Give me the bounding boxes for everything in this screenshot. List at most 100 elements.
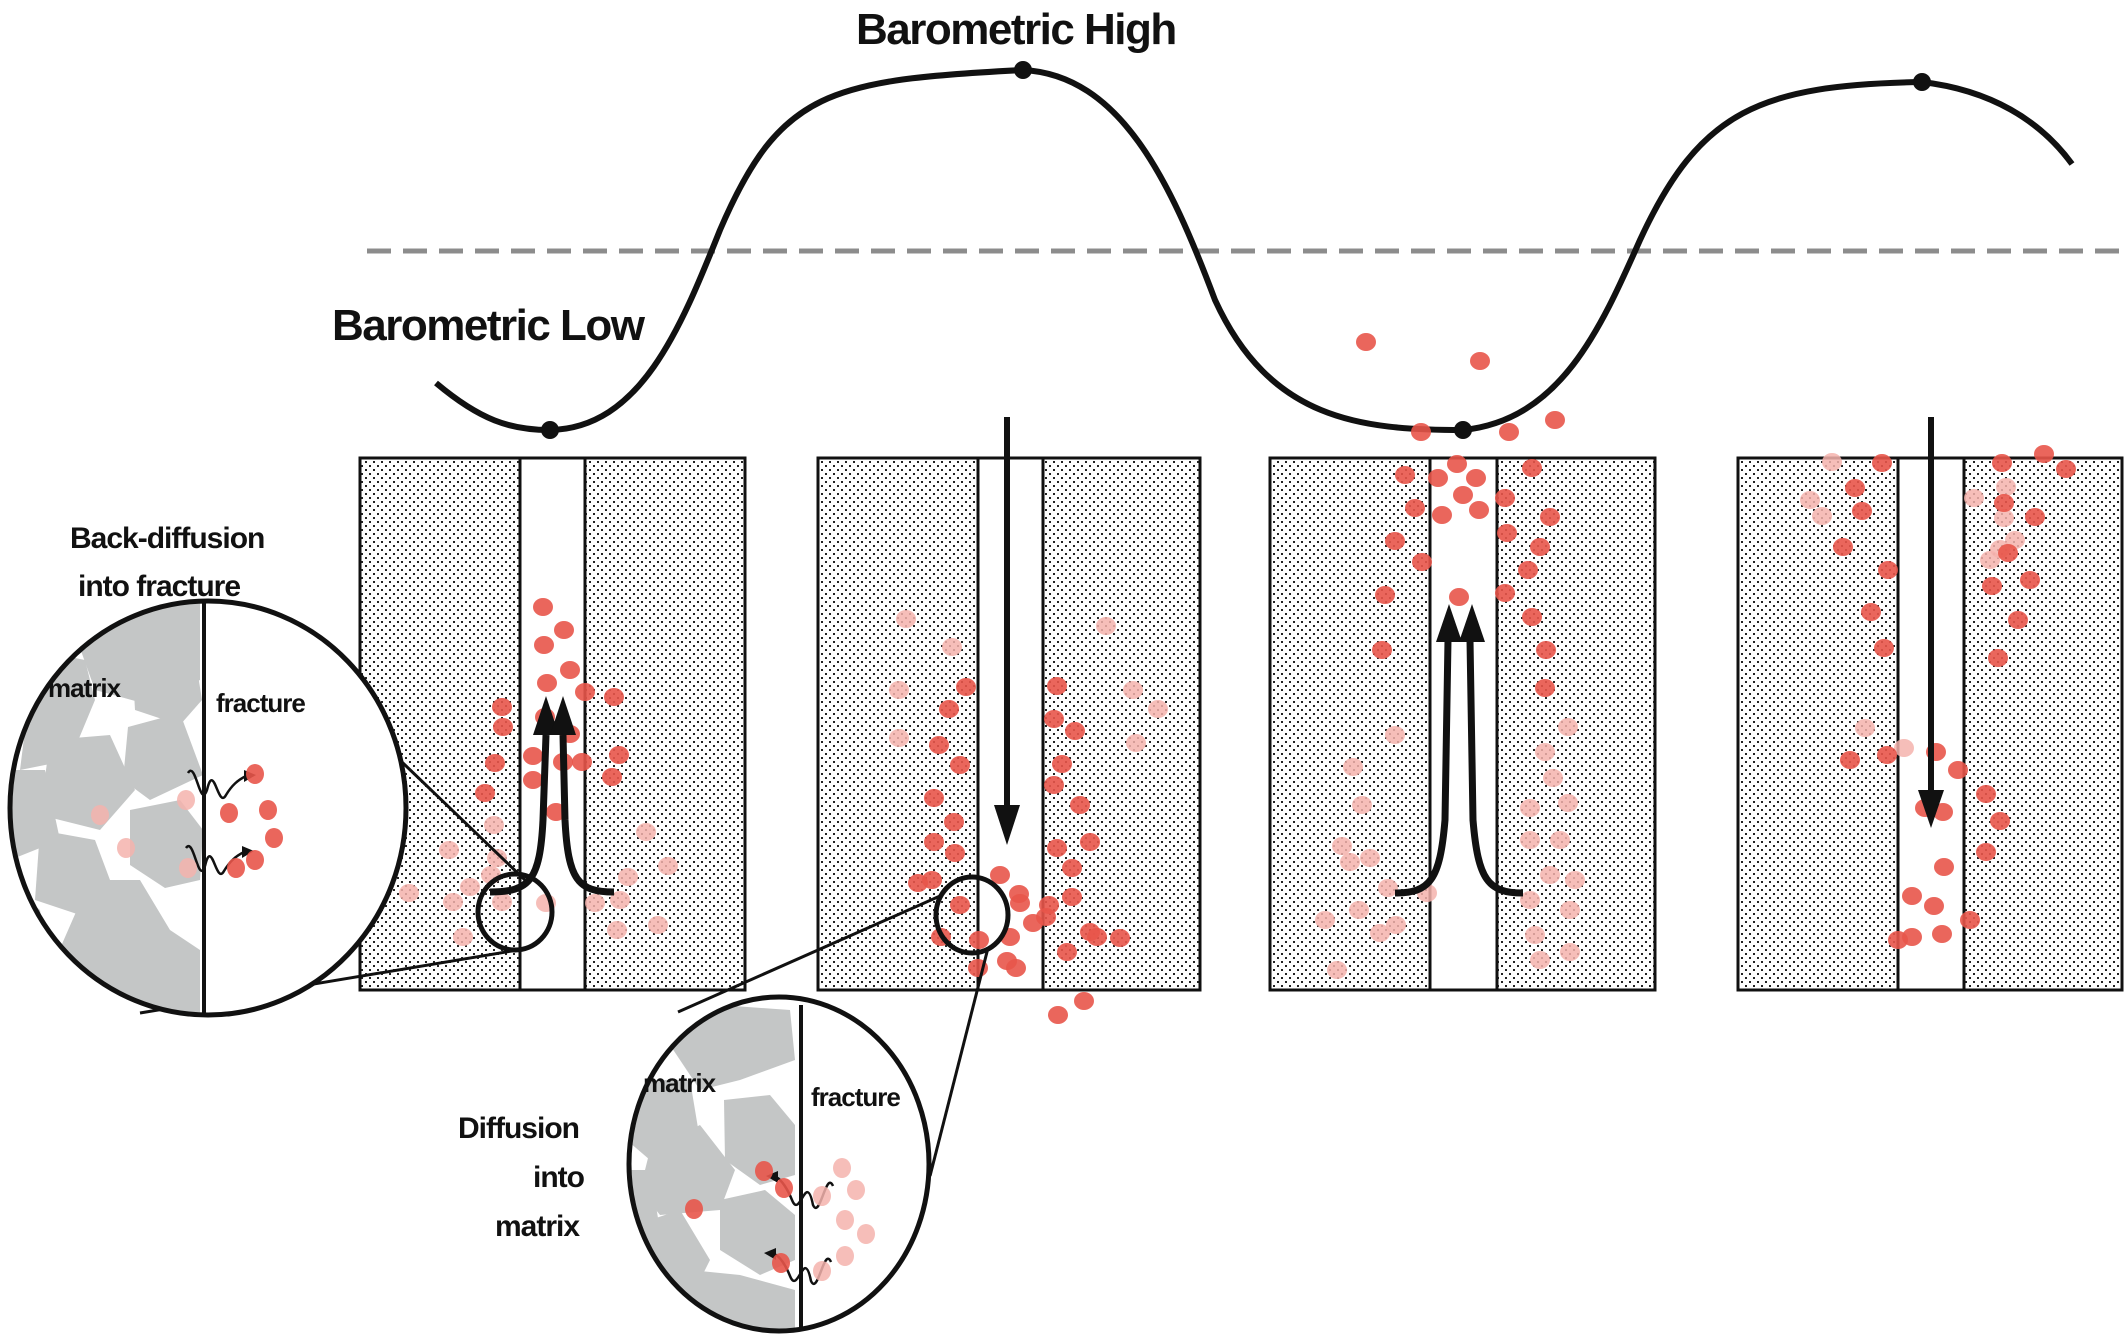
faint-contaminant-particle [942,638,962,656]
faint-contaminant-particle [1560,901,1580,919]
contaminant-particle [929,736,949,754]
contaminant-particle [990,866,1010,884]
magnifier-circle-panel-2 [933,874,1011,956]
contaminant-particle [1447,455,1467,473]
contaminant-particle [572,753,592,771]
arrowhead-up-3a [1436,604,1462,642]
faint-contaminant-particle [1327,961,1347,979]
squiggle-arrowhead-2 [242,846,254,858]
faint-contaminant-particle [1343,758,1363,776]
fracture-channel [1430,458,1497,990]
contaminant-particle [1432,506,1452,524]
faint-contaminant-particle [636,823,656,841]
faint-contaminant-particle [179,858,197,878]
faint-contaminant-particle [1332,837,1352,855]
faint-contaminant-particle [1352,796,1372,814]
contaminant-particle [2056,460,2076,478]
contaminant-particle [1405,499,1425,517]
faint-contaminant-particle [1964,489,1984,507]
faint-contaminant-particle [1385,726,1405,744]
faint-contaminant-particle [847,1180,865,1200]
inset-diffusion-into-matrix: matrix fracture Diffusion into matrix [458,994,932,1334]
faint-contaminant-particle [607,921,627,939]
contaminant-particle [493,718,513,736]
contaminant-particle [220,803,238,823]
contaminant-particle [537,674,557,692]
contaminant-particle [1070,796,1090,814]
arrowhead-up-1a [533,696,559,735]
contaminant-particle [1840,751,1860,769]
pressure-low-point-1 [541,421,559,439]
squiggle-arrowhead-3 [766,1171,778,1183]
contaminant-particle [246,764,264,784]
faint-contaminant-particle [177,790,195,810]
contaminant-particle [604,688,624,706]
contaminant-particle [227,858,245,878]
contaminant-particle [1044,776,1064,794]
contaminant-particle [560,661,580,679]
contaminant-particle [2034,445,2054,463]
upflow-arrow-left [1394,639,1452,897]
contaminant-particle [1932,925,1952,943]
contaminant-particle [1990,812,2010,830]
contaminant-particle [602,768,622,786]
contaminant-particle [1982,577,2002,595]
contaminant-particle [1522,608,1542,626]
contaminant-particle [1412,553,1432,571]
arrowhead-down-2 [994,805,1020,845]
contaminant-particle [2020,571,2040,589]
contaminant-particle [1994,494,2014,512]
contaminant-particle [1992,454,2012,472]
faint-contaminant-particle [1520,799,1540,817]
back-diffusion-label-line1: Back-diffusion [70,522,264,555]
contaminant-particle [523,747,543,765]
inset2-matrix-label: matrix [643,1068,717,1098]
inset-particles [91,764,875,1281]
pressure-high-point-2 [1913,73,1931,91]
faint-contaminant-particle [618,868,638,886]
faint-contaminant-particle [1812,507,1832,525]
contaminant-particle [1057,943,1077,961]
faint-contaminant-particle [1340,853,1360,871]
contaminant-particle [265,828,283,848]
faint-contaminant-particle [1126,734,1146,752]
pressure-high-point-1 [1014,61,1032,79]
back-diffusion-label-line2: into fracture [78,570,240,603]
contaminant-particle [1960,911,1980,929]
contaminant-particle [908,874,928,892]
contaminant-particle [1872,454,1892,472]
contaminant-particle [1845,479,1865,497]
contaminant-particle [1976,843,1996,861]
faint-contaminant-particle [1520,831,1540,849]
faint-contaminant-particle [1535,743,1555,761]
faint-contaminant-particle [1800,491,1820,509]
contaminant-particle [685,1199,703,1219]
faint-contaminant-particle [857,1224,875,1244]
contaminant-particle [1395,466,1415,484]
faint-contaminant-particle [91,805,109,825]
faint-contaminant-particle [1360,849,1380,867]
inset1-matrix-label: matrix [48,673,122,703]
contaminant-particle [1074,992,1094,1010]
contaminant-particle [924,833,944,851]
faint-contaminant-particle [1994,509,2014,527]
contaminant-particle [1052,755,1072,773]
squiggle-arrowhead-4 [764,1248,776,1260]
inset1-outline [7,598,409,1018]
contaminant-particle [944,813,964,831]
contaminant-particle [492,698,512,716]
faint-contaminant-particle [1894,739,1914,757]
panel-3-flow-arrows [1394,639,1524,897]
faint-contaminant-particle [1378,879,1398,897]
rock-matrix-left [1270,458,1430,990]
contaminant-particle [1535,679,1555,697]
contaminant-particle [1495,489,1515,507]
faint-contaminant-particle [1525,926,1545,944]
contaminant-particle [1087,928,1107,946]
contaminant-particle [1499,423,1519,441]
contaminant-particle [534,636,554,654]
barometric-high-label: Barometric High [856,5,1176,54]
faint-contaminant-particle [1148,700,1168,718]
fracture-channel [978,458,1043,990]
contaminant-particles [160,333,2076,1024]
